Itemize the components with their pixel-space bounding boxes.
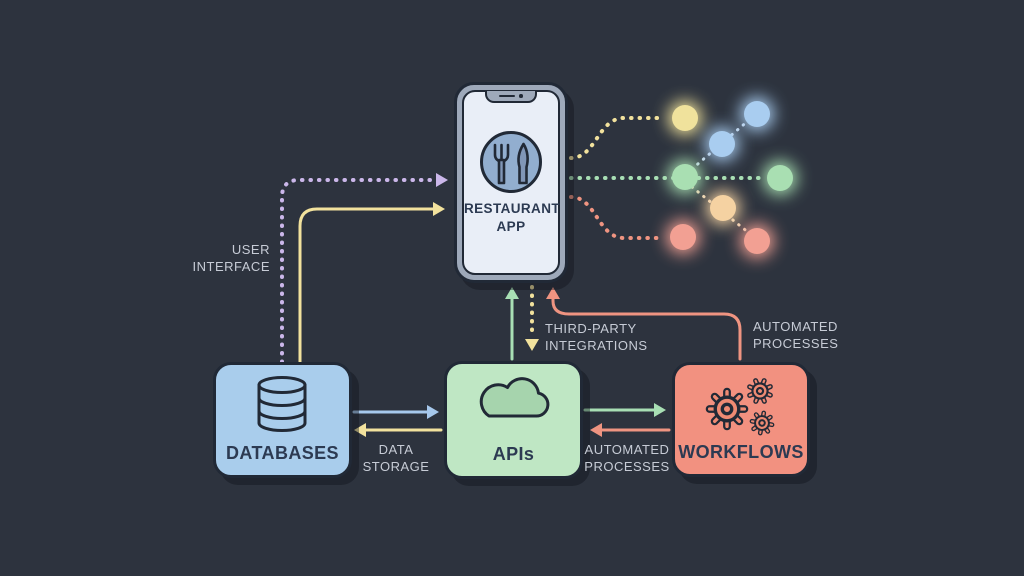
- edge-workflows-to-apis: [590, 423, 671, 437]
- edge-phone-to-apis-dotted: [525, 285, 539, 351]
- network-node-yellow: [672, 105, 698, 131]
- edge-user-interface-dotted: [280, 173, 448, 364]
- databases-label: DATABASES: [226, 443, 339, 463]
- network-node-blue-top: [744, 101, 770, 127]
- databases-node: DATABASES: [213, 362, 352, 478]
- edge-apis-to-workflows: [583, 403, 666, 417]
- edge-apis-to-phone: [505, 287, 519, 361]
- apis-node: APIs: [444, 361, 583, 479]
- network-node-red-right: [744, 228, 770, 254]
- edge-user-interface-solid: [298, 202, 445, 364]
- network-node-green-right: [767, 165, 793, 191]
- label-automated-processes-bottom: AUTOMATED PROCESSES: [584, 442, 670, 474]
- phone-speaker: [499, 94, 516, 98]
- edge-phone-to-network-yellow: [569, 116, 666, 160]
- label-data-storage: DATA STORAGE: [362, 442, 430, 474]
- apis-label: APIs: [492, 444, 535, 464]
- edge-phone-to-network-red: [569, 195, 666, 240]
- label-user-interface: USER INTERFACE: [192, 242, 270, 274]
- network-node-blue-mid: [709, 131, 735, 157]
- phone-screen: RESTAURANT APP: [462, 90, 560, 275]
- edge-apis-to-databases: [354, 423, 443, 437]
- network-node-red-left: [670, 224, 696, 250]
- label-automated-processes-top: AUTOMATED PROCESSES: [753, 319, 839, 351]
- phone-app-title: RESTAURANT APP: [464, 201, 560, 234]
- edge-databases-to-apis: [352, 405, 439, 419]
- workflows-node: WORKFLOWS: [672, 362, 810, 477]
- workflows-label: WORKFLOWS: [678, 442, 804, 462]
- restaurant-app-phone: RESTAURANT APP: [454, 82, 568, 283]
- network-node-peach: [710, 195, 736, 221]
- phone-notch: [485, 91, 537, 103]
- network-node-green-left: [672, 164, 698, 190]
- phone-camera-dot: [519, 94, 523, 98]
- label-third-party-integrations: THIRD-PARTY INTEGRATIONS: [545, 321, 648, 353]
